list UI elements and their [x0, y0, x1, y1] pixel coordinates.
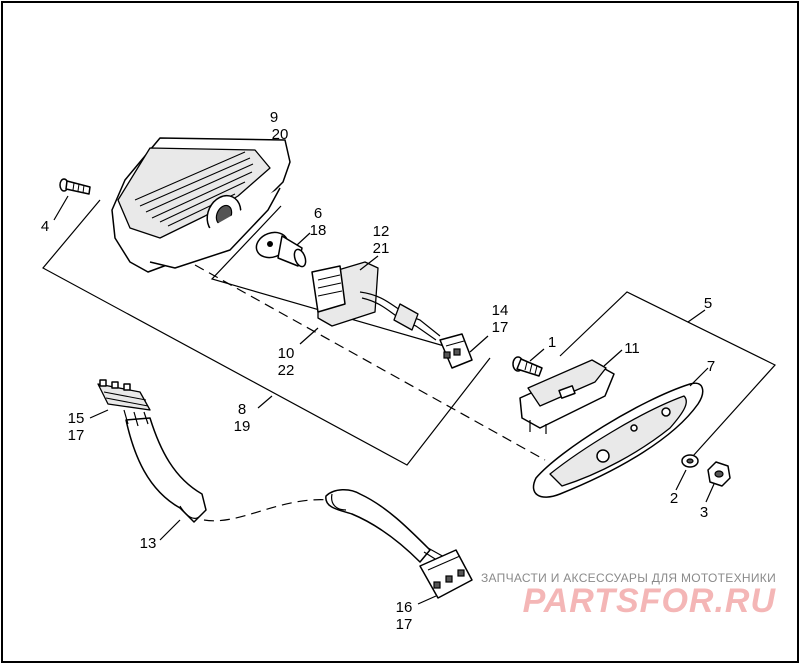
lens-7: [532, 382, 704, 498]
harness-13: [125, 417, 431, 563]
bracket-5: [559, 291, 776, 457]
bracket-8-19: [42, 199, 491, 466]
callout-15: 15: [68, 410, 85, 427]
assembly-center-line: [194, 264, 546, 461]
callout-16: 16: [396, 599, 413, 616]
leader-8-19: [257, 395, 273, 409]
connector-15: [97, 379, 151, 427]
callout-17b: 17: [68, 427, 85, 444]
leader-16-17: [417, 595, 437, 605]
callout-3: 3: [700, 504, 708, 521]
callout-13: 13: [140, 535, 157, 552]
callout-4: 4: [41, 218, 49, 235]
socket-12: [311, 261, 441, 341]
leader-5: [687, 309, 706, 323]
leader-11: [603, 349, 623, 367]
leader-6-18: [296, 232, 311, 246]
leader-1: [529, 348, 545, 362]
callout-21: 21: [373, 240, 390, 257]
leader-12-21: [359, 255, 379, 271]
watermark-tagline: ЗАПЧАСТИ И АКСЕССУАРЫ ДЛЯ МОТОТЕХНИКИ: [481, 571, 776, 585]
leader-2: [675, 469, 687, 491]
callout-18: 18: [310, 222, 327, 239]
callout-17a: 17: [492, 319, 509, 336]
callout-11: 11: [624, 340, 640, 357]
connector-16: [419, 547, 473, 599]
bracket-10-22: [210, 205, 466, 353]
callout-10: 10: [278, 345, 295, 362]
leader-4: [53, 195, 69, 221]
callout-1: 1: [548, 334, 556, 351]
lamp-housing: [111, 137, 291, 273]
callout-12: 12: [373, 223, 390, 240]
callout-19: 19: [234, 418, 251, 435]
nut-3: [707, 461, 731, 487]
screw-1: [512, 356, 543, 377]
screw-4: [59, 178, 91, 195]
callout-7: 7: [707, 358, 715, 375]
callout-14: 14: [492, 302, 509, 319]
connector-14: [439, 333, 473, 369]
leader-14-17: [469, 335, 489, 353]
callout-22: 22: [278, 362, 295, 379]
watermark-brand: PARTSFOR.RU: [523, 582, 777, 620]
callout-17c: 17: [396, 616, 413, 633]
leader-15-17: [89, 409, 109, 419]
leader-10-22: [299, 327, 319, 345]
leader-13: [159, 519, 181, 541]
callout-8: 8: [238, 401, 246, 418]
washer-2: [681, 454, 699, 468]
leader-3: [705, 483, 715, 503]
callout-20: 20: [272, 126, 289, 143]
callout-2: 2: [670, 490, 678, 507]
callout-9: 9: [270, 109, 278, 126]
circuit-board-11: [519, 359, 615, 434]
callout-6: 6: [314, 205, 322, 222]
callout-5: 5: [704, 295, 712, 312]
leader-7: [689, 367, 709, 387]
bulb-6: [255, 231, 307, 268]
